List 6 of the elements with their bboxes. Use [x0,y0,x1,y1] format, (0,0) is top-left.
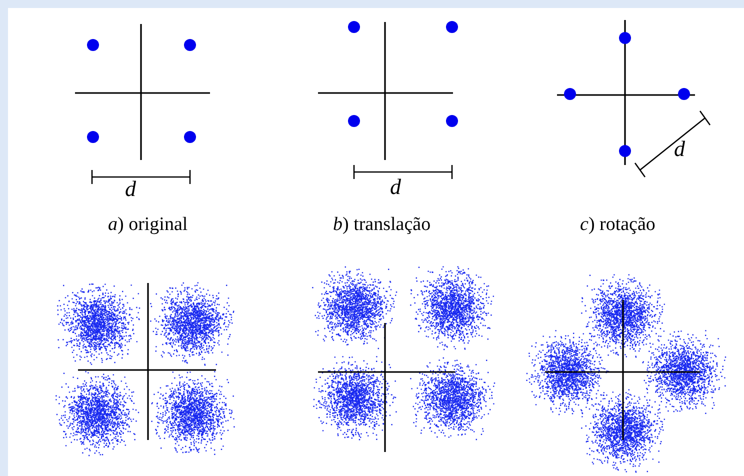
dimension-label: d [125,176,136,202]
caption: b) translação [333,214,431,236]
caption: a) original [108,214,188,236]
dimension-label: d [674,136,685,162]
dimension-label: d [390,174,401,200]
caption: c) rotação [580,214,656,236]
